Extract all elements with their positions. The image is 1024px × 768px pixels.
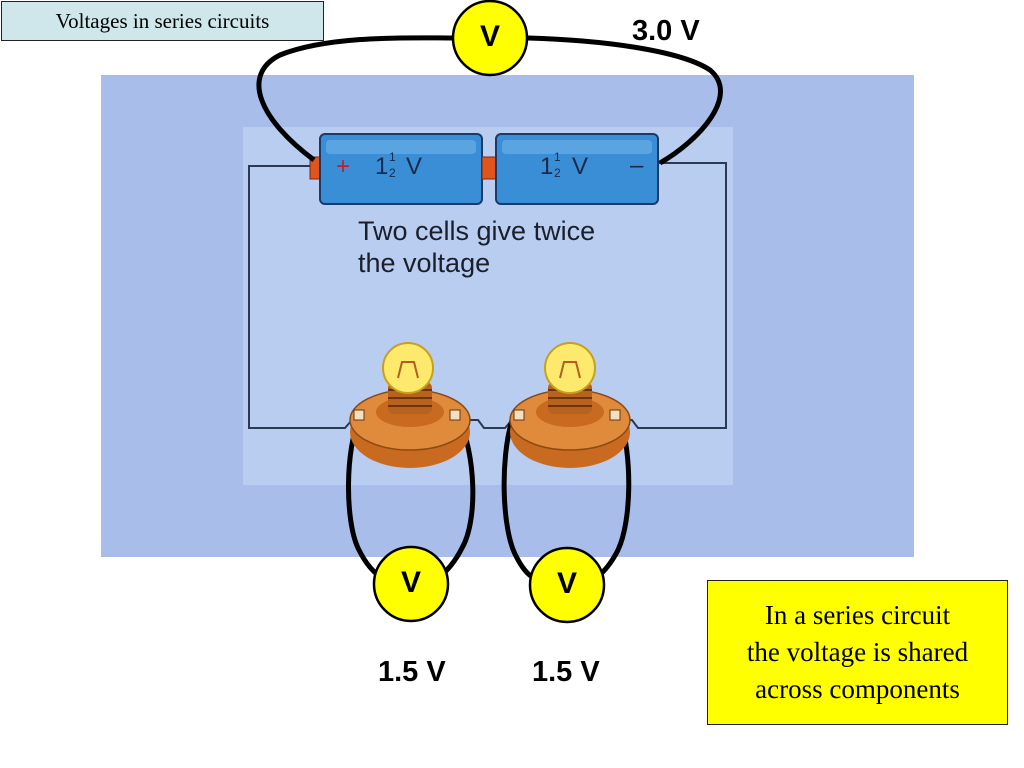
cell-1-frac-den: 2 <box>389 166 396 180</box>
voltmeter-bulb-1-label: V <box>400 566 421 599</box>
cell-2-voltage-unit: V <box>572 153 589 180</box>
cell-1-frac-num: 1 <box>389 150 396 164</box>
note-line-2: the voltage is shared <box>746 637 969 667</box>
cell-2-voltage-whole: 1 <box>540 153 554 180</box>
bulb-1 <box>349 342 471 468</box>
lead-bulb2-right <box>596 417 632 579</box>
lead-bulb1-right <box>438 414 476 579</box>
negative-terminal-sign: – <box>630 152 644 179</box>
cell-1 <box>309 133 483 205</box>
voltmeter-bulb-2 <box>528 546 606 624</box>
cell-1-voltage-unit: V <box>406 153 423 180</box>
note-line-3: across components <box>755 674 960 704</box>
circuit-wire <box>248 165 360 429</box>
explanation-note: In a series circuit the voltage is share… <box>707 580 1008 725</box>
voltmeter-bulb-2-label: V <box>556 567 577 600</box>
note-line-1: In a series circuit <box>764 600 951 630</box>
cell-1-voltage-whole: 1 <box>375 153 389 180</box>
lead-bulb2-left <box>501 419 536 581</box>
voltmeter-top <box>451 0 529 77</box>
positive-terminal-sign: + <box>336 153 351 180</box>
reading-bulb-2: 1.5 V <box>532 656 600 688</box>
lead-top-left <box>256 35 453 163</box>
caption-line-1: Two cells give twice <box>358 216 596 246</box>
cell-connector <box>481 156 497 180</box>
voltmeter-top-label: V <box>479 20 500 53</box>
voltmeter-bulb-1 <box>372 545 450 623</box>
bulb-2 <box>509 342 631 468</box>
lead-top-right <box>527 35 723 166</box>
slide-title: Voltages in series circuits <box>1 1 324 41</box>
cell-2 <box>495 133 659 205</box>
cell-2-frac-num: 1 <box>554 150 561 164</box>
reading-bulb-1: 1.5 V <box>378 656 446 688</box>
cell-2-frac-den: 2 <box>554 166 561 180</box>
caption-line-2: the voltage <box>358 248 491 278</box>
lead-bulb1-left <box>346 414 385 581</box>
reading-total: 3.0 V <box>632 15 700 47</box>
